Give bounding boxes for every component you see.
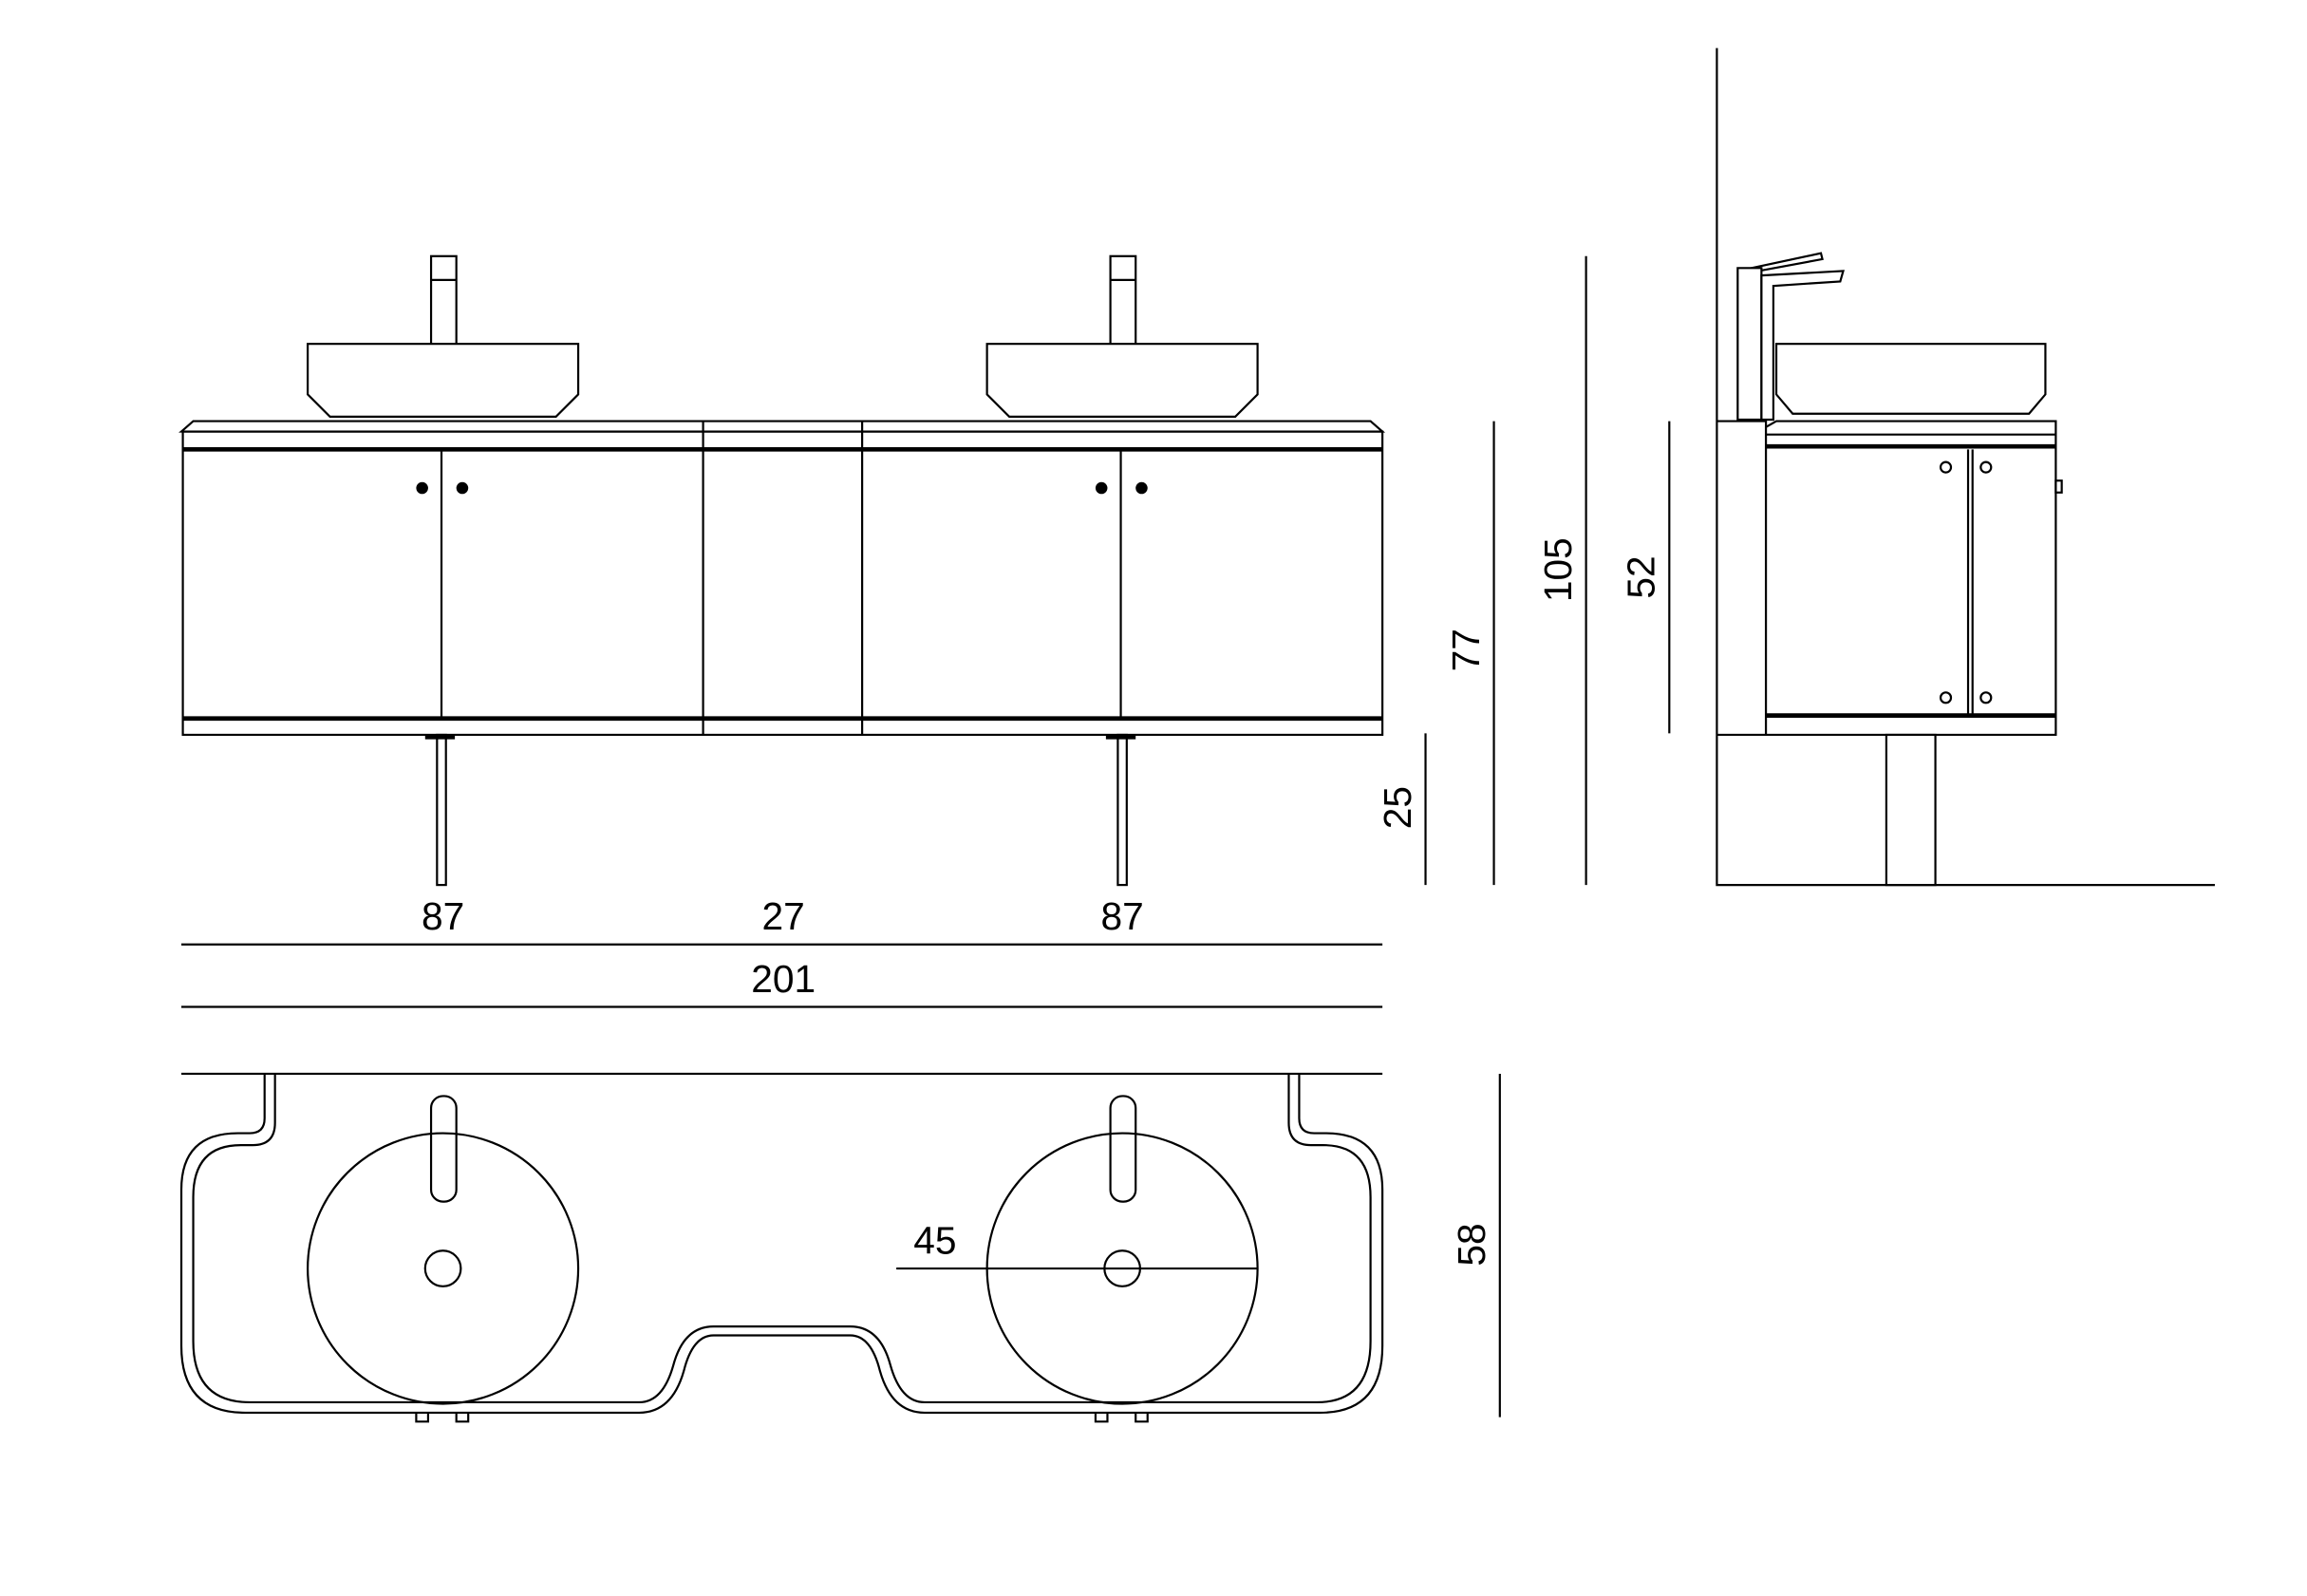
left-faucet: [429, 254, 458, 347]
left-faucet-top: [429, 1095, 458, 1203]
dim-left-unit: 87: [422, 894, 464, 938]
front-view: [178, 254, 1386, 887]
right-faucet: [1109, 254, 1137, 347]
legs: [424, 733, 1136, 887]
dim-total-width: 201: [751, 957, 816, 1001]
door-knobs: [416, 481, 1148, 495]
side-cabinet: [1764, 420, 2057, 737]
top-view: 45 58: [179, 1072, 1501, 1423]
countertop: [178, 420, 1386, 433]
dim-basin-diameter: 45: [913, 1218, 956, 1262]
wall-and-floor: [1716, 47, 2215, 887]
right-basin: [985, 254, 1259, 418]
countertop-outline: [179, 1073, 1384, 1415]
dim-cabinet-height: 77: [1444, 629, 1488, 671]
dim-depth: 58: [1450, 1223, 1493, 1266]
dim-total-height: 105: [1536, 537, 1580, 602]
left-drain: [423, 1249, 462, 1287]
left-basin-top: [307, 1132, 580, 1405]
side-leg: [1885, 733, 1937, 887]
dim-side-height: 52: [1620, 555, 1663, 598]
dim-middle-unit: 27: [762, 894, 805, 938]
left-basin: [307, 254, 580, 418]
side-basin: [1774, 343, 2047, 415]
dim-right-unit: 87: [1100, 894, 1143, 938]
width-dimensions: 87 27 87 201: [181, 894, 1383, 1008]
right-faucet-top: [1109, 1095, 1137, 1203]
side-view: [1716, 47, 2215, 887]
dim-leg-height: 25: [1376, 786, 1419, 829]
height-dimensions: 25 77 105 52: [1376, 255, 1671, 886]
cabinet-body: [181, 430, 1384, 737]
